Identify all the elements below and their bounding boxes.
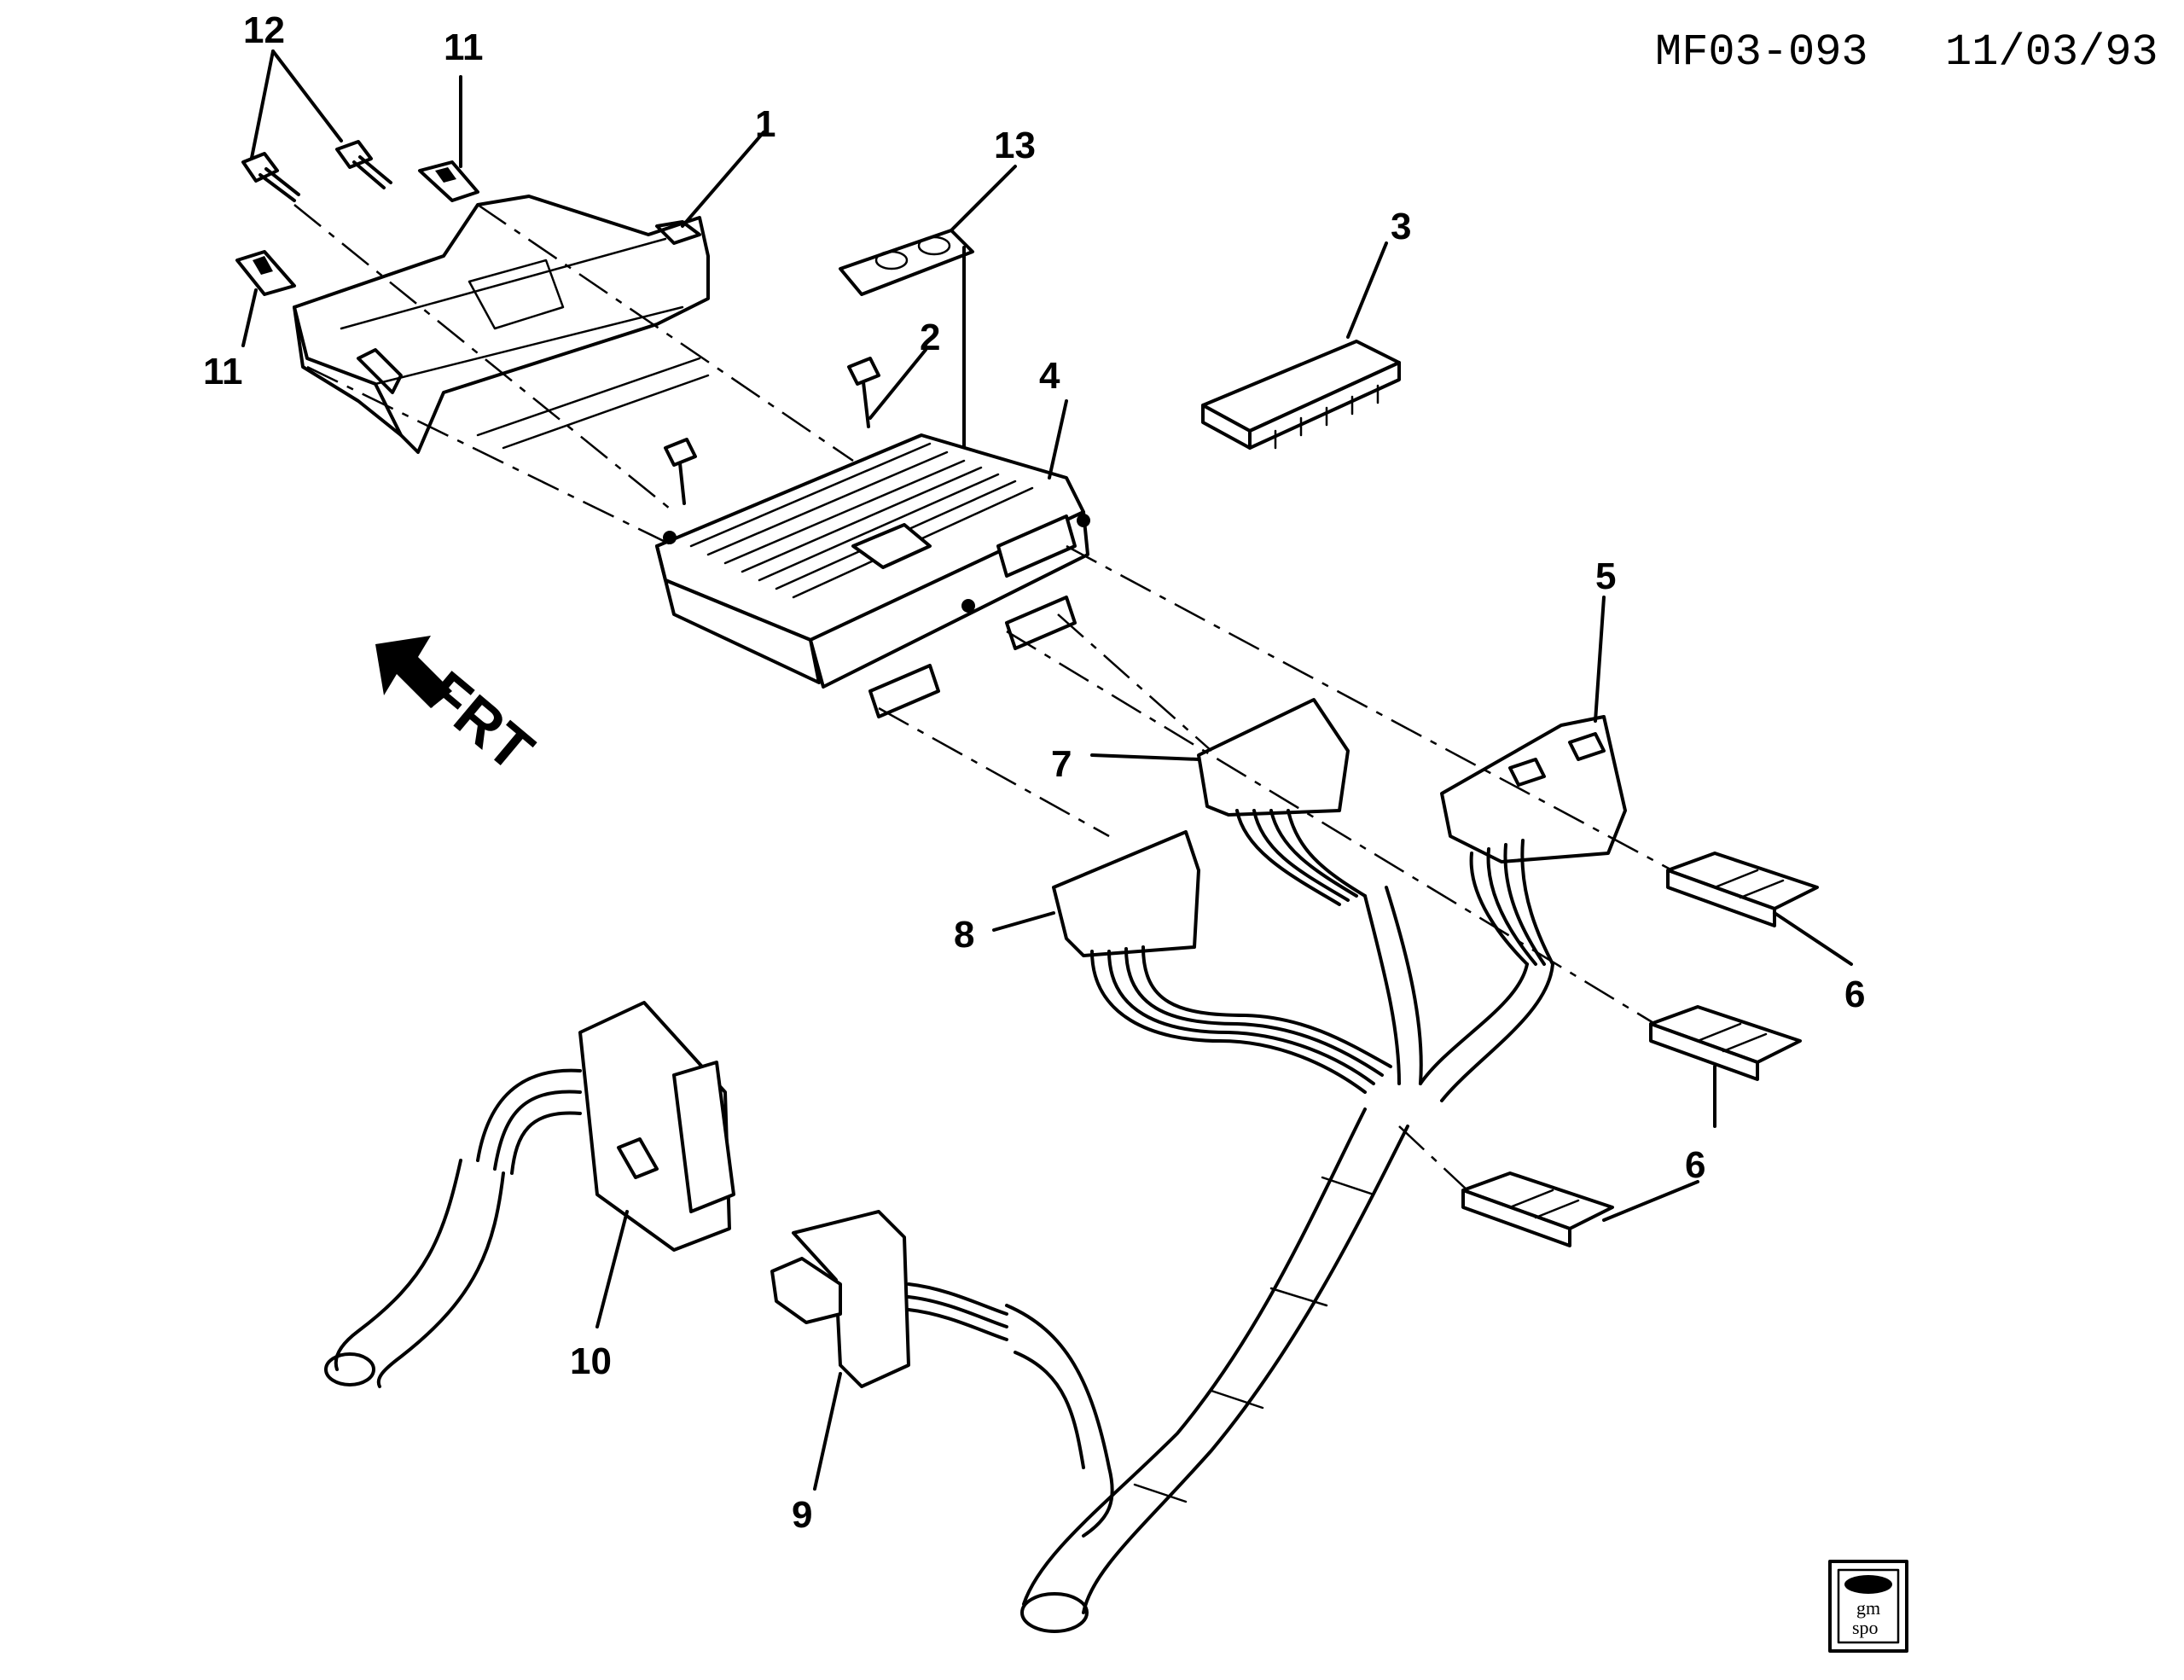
terminal-lower [1461,1171,1614,1247]
terminal-upper [1666,852,1819,927]
terminal-middle [1649,1005,1802,1081]
gm-spo-logo-icon: gm spo [1828,1560,1908,1653]
bolt-right [335,140,392,189]
connector-9 [770,1210,1114,1538]
callout-9: 9 [792,1494,812,1536]
callout-4: 4 [1039,355,1060,397]
screw-2-lower [664,438,697,505]
callout-2: 2 [920,317,940,358]
bolt-left [241,152,300,202]
wiring-harness [1020,886,1554,1633]
front-direction-arrow-icon [375,636,452,708]
clip-nut-lower [235,250,296,296]
assembly-guides [293,203,1673,1191]
screw-2-upper [847,357,880,428]
callout-13: 13 [994,125,1036,166]
callout-10: 10 [570,1340,612,1382]
leader-lines [241,49,1853,1491]
front-direction-indicator: FRT [375,636,546,784]
mounting-bracket [293,195,710,454]
callout-11-lower: 11 [203,351,243,392]
logo-line-gm: gm [1856,1597,1880,1619]
control-module [655,433,1090,718]
callout-8: 8 [954,914,974,956]
callout-12: 12 [243,9,285,51]
clip-nut-upper [418,160,479,202]
connector-5 [1440,715,1627,966]
logo-line-spo: spo [1852,1617,1879,1638]
connector-8 [1052,830,1392,1094]
callout-11-upper: 11 [444,26,484,68]
diagram-date: 11/03/93 [1945,27,2158,78]
callout-5: 5 [1595,555,1616,597]
callout-6-lower: 6 [1685,1144,1705,1186]
callout-1: 1 [755,103,775,145]
prom-chip [1201,340,1401,450]
callout-3: 3 [1391,206,1411,247]
diagram-code: MF03-093 [1655,27,1868,78]
callout-7: 7 [1051,743,1072,785]
callout-6-upper: 6 [1844,974,1865,1015]
connector-10 [324,1001,735,1388]
connector-7 [1197,698,1367,906]
